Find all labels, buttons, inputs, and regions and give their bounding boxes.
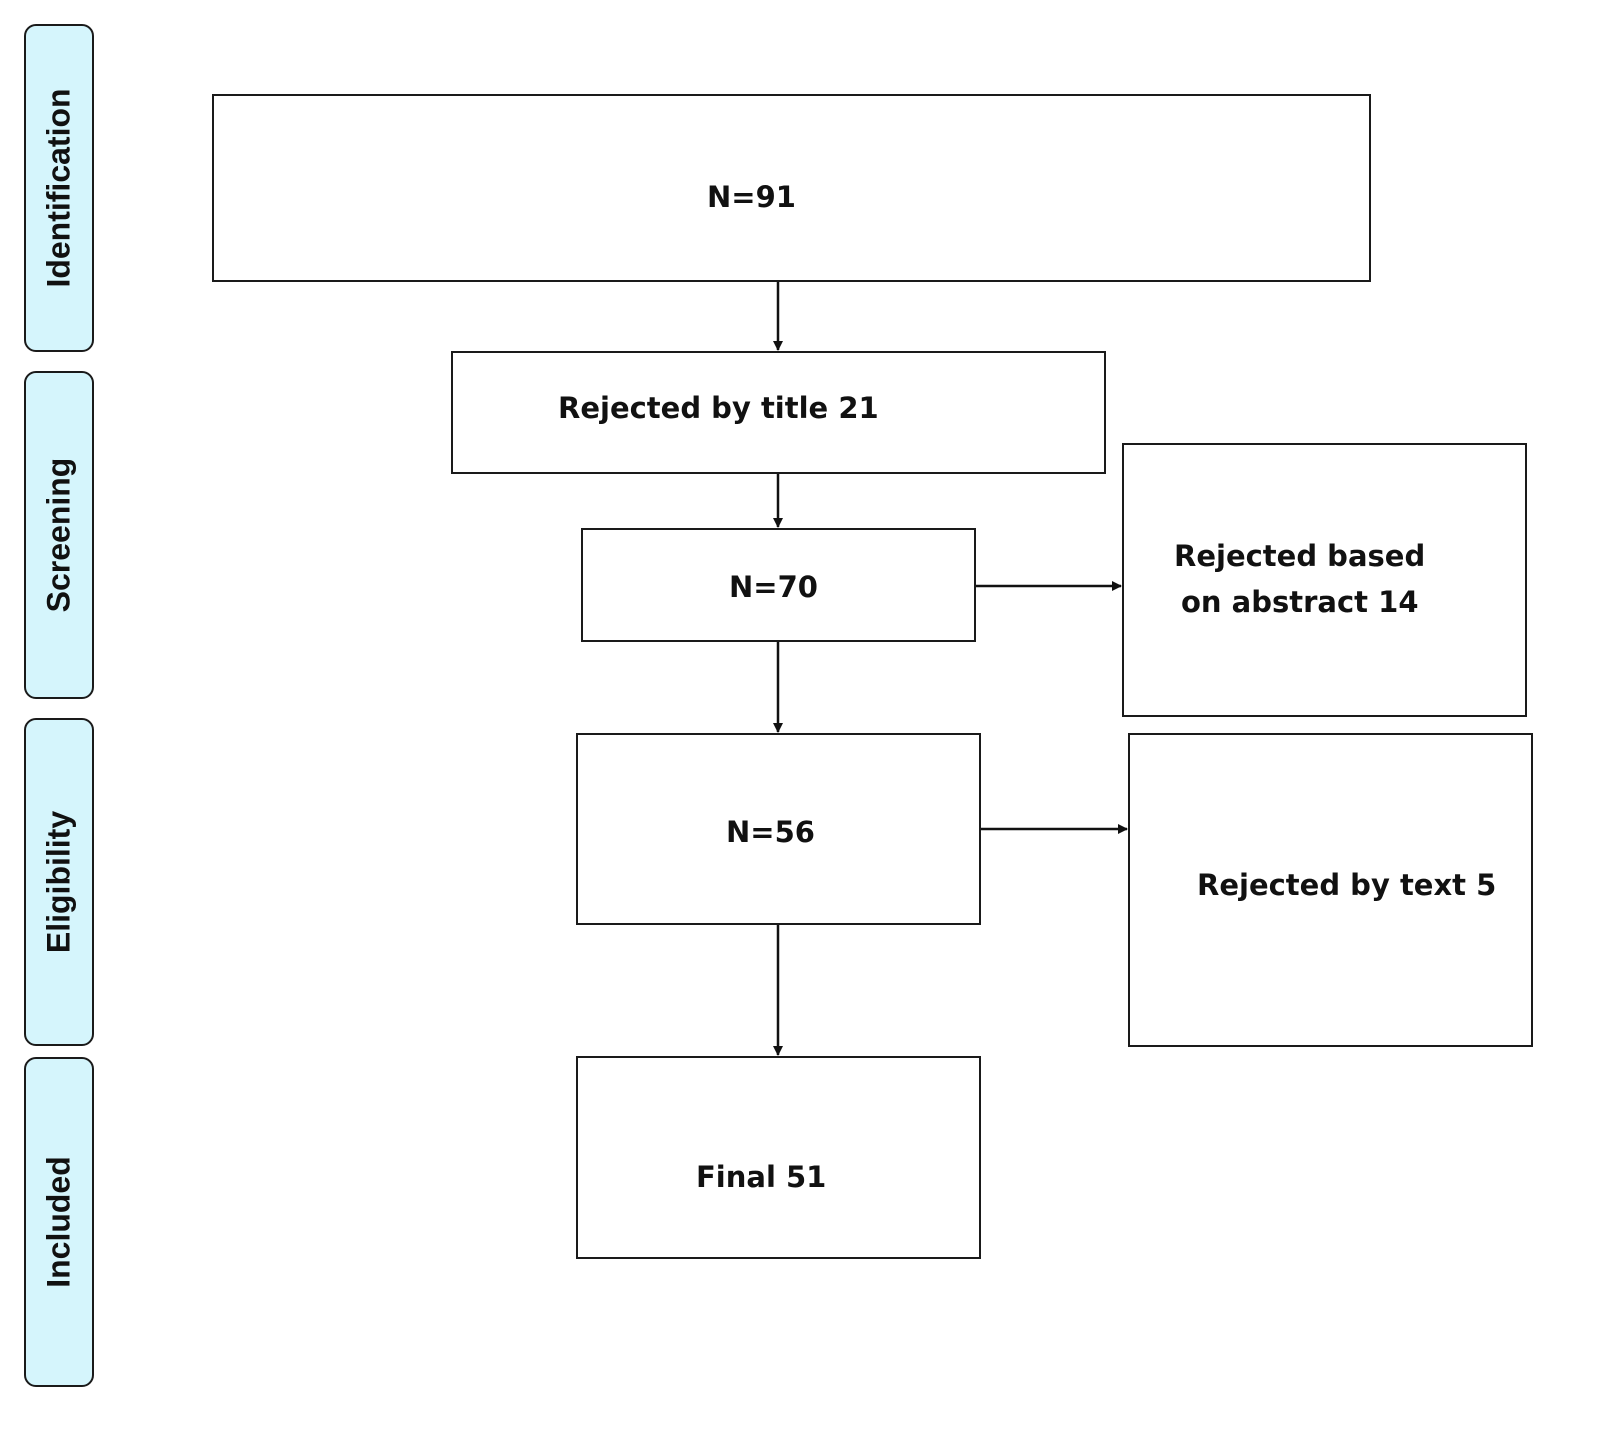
box-final-text: Final 51	[696, 1160, 827, 1194]
box-screened: N=70	[581, 528, 976, 642]
box-screened-text: N=70	[729, 570, 818, 604]
box-rejected-text-text: Rejected by text 5	[1197, 868, 1497, 902]
box-identified: N=91	[212, 94, 1371, 282]
stage-screening: Screening	[24, 371, 94, 699]
box-rejected-title-text: Rejected by title 21	[558, 391, 879, 425]
box-rejected-text: Rejected by text 5	[1128, 733, 1533, 1047]
box-identified-text: N=91	[707, 180, 796, 214]
box-eligible-text: N=56	[726, 815, 815, 849]
box-final: Final 51	[576, 1056, 981, 1259]
box-rejected-abstract-line1: Rejected based	[1174, 539, 1426, 573]
box-eligible: N=56	[576, 733, 981, 925]
stage-eligibility: Eligibility	[24, 718, 94, 1046]
box-rejected-abstract: Rejected based on abstract 14	[1122, 443, 1527, 717]
box-rejected-title: Rejected by title 21	[451, 351, 1106, 474]
box-rejected-abstract-line2: on abstract 14	[1181, 585, 1419, 619]
stage-identification: Identification	[24, 24, 94, 352]
stage-included: Included	[24, 1057, 94, 1387]
